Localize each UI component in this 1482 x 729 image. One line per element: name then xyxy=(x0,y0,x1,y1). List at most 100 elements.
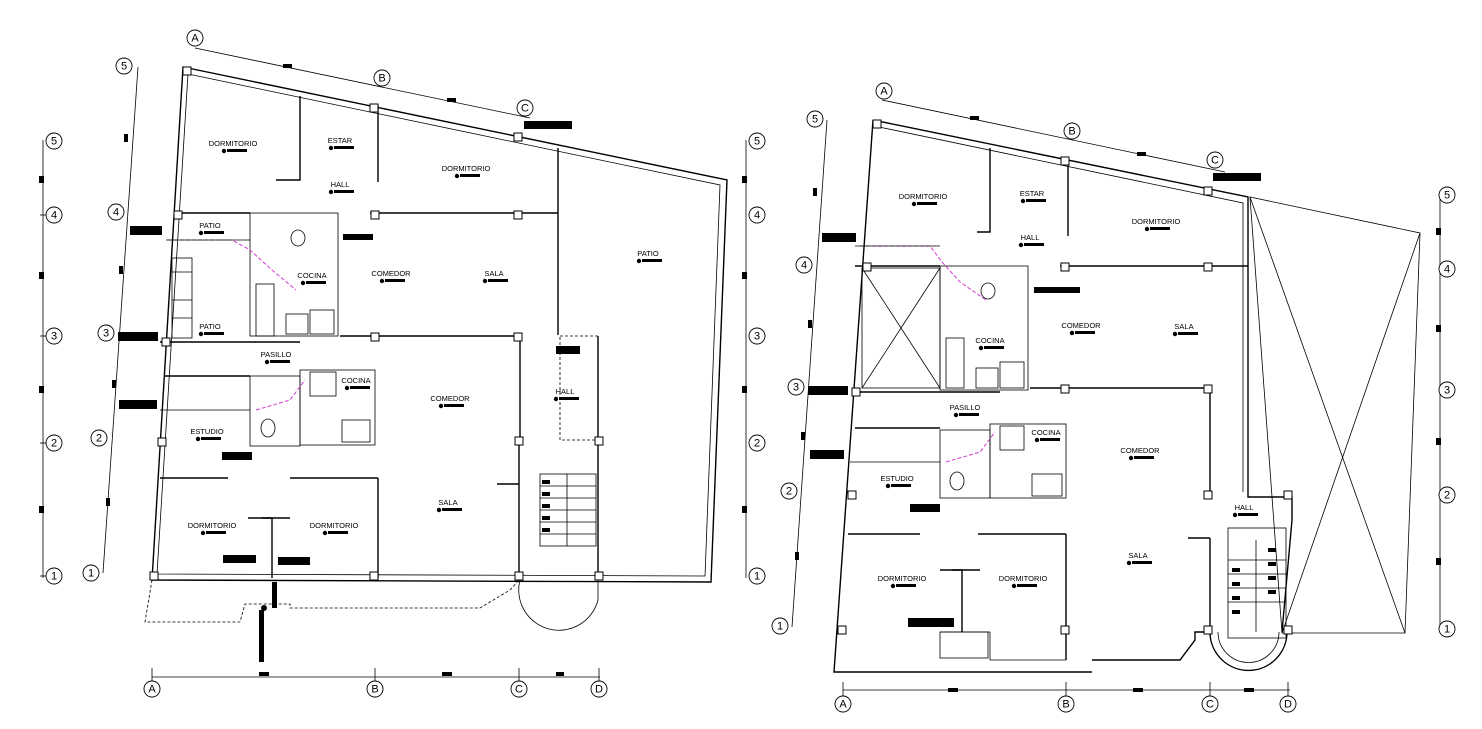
svg-text:C: C xyxy=(1211,155,1219,167)
axis-bubble-right-2: 2 xyxy=(748,434,766,452)
room-label-dormitorio: DORMITORIO xyxy=(899,192,947,207)
axis-bubble-top-C: C xyxy=(516,99,534,117)
svg-text:D: D xyxy=(1284,699,1292,711)
svg-text:C: C xyxy=(515,684,523,696)
svg-text:5: 5 xyxy=(1444,190,1450,202)
svg-text:PASILLO: PASILLO xyxy=(261,350,292,359)
svg-text:2: 2 xyxy=(96,433,102,445)
svg-text:ESTAR: ESTAR xyxy=(1020,189,1045,198)
room-label-estar: ESTAR xyxy=(1020,189,1046,204)
svg-text:1: 1 xyxy=(1444,624,1450,636)
axis-bubble-farleft-5: 5 xyxy=(45,132,63,150)
axis-bubble-farleft-2: 2 xyxy=(45,434,63,452)
room-label-comedor: COMEDOR xyxy=(1120,446,1160,461)
axis-bubble-bottom-A: A xyxy=(143,680,161,698)
svg-text:1: 1 xyxy=(51,571,57,583)
svg-text:DORMITORIO: DORMITORIO xyxy=(878,574,927,583)
axis-bubble-right-5: 5 xyxy=(748,132,766,150)
svg-text:HALL: HALL xyxy=(1235,503,1254,512)
room-label-comedor: COMEDOR xyxy=(430,394,470,409)
right-floor-plan xyxy=(791,99,1441,696)
axis-bubble-farleft-4: 4 xyxy=(45,206,63,224)
svg-text:SALA: SALA xyxy=(1128,551,1147,560)
svg-text:5: 5 xyxy=(812,114,818,126)
room-label-dormitorio: DORMITORIO xyxy=(310,521,358,536)
svg-text:3: 3 xyxy=(51,331,57,343)
left-floor-plan xyxy=(39,47,747,684)
svg-text:2: 2 xyxy=(786,486,792,498)
room-label-dormitorio: DORMITORIO xyxy=(442,164,491,179)
room-label-sala: SALA xyxy=(1126,551,1152,566)
axis-bubble-top-A: A xyxy=(875,82,893,100)
axis-bubble-right-3: 3 xyxy=(748,327,766,345)
svg-text:5: 5 xyxy=(121,61,127,73)
svg-text:DORMITORIO: DORMITORIO xyxy=(188,521,237,530)
svg-text:HALL: HALL xyxy=(556,387,575,396)
axis-bubble-left-4: 4 xyxy=(795,256,813,274)
axis-bubble-left-5: 5 xyxy=(806,110,824,128)
svg-text:1: 1 xyxy=(777,621,783,633)
axis-bubble-left-1: 1 xyxy=(771,617,789,635)
svg-text:COCINA: COCINA xyxy=(341,376,370,385)
svg-text:1: 1 xyxy=(88,568,94,580)
svg-text:C: C xyxy=(521,103,529,115)
svg-text:PATIO: PATIO xyxy=(199,221,221,230)
svg-text:COMEDOR: COMEDOR xyxy=(371,269,411,278)
room-label-patio: PATIO xyxy=(198,322,224,337)
svg-text:B: B xyxy=(1062,699,1069,711)
axis-bubble-left-2: 2 xyxy=(780,482,798,500)
svg-text:DORMITORIO: DORMITORIO xyxy=(1132,217,1181,226)
axis-bubble-bottom-B: B xyxy=(1057,695,1075,713)
room-label-cocina: COCINA xyxy=(1031,428,1061,443)
axis-bubble-bottom-B: B xyxy=(366,680,384,698)
svg-text:DORMITORIO: DORMITORIO xyxy=(999,574,1048,583)
room-label-sala: SALA xyxy=(1172,322,1198,337)
svg-text:COMEDOR: COMEDOR xyxy=(430,394,470,403)
svg-text:ESTUDIO: ESTUDIO xyxy=(880,474,914,483)
svg-text:B: B xyxy=(371,684,378,696)
room-label-dormitorio: DORMITORIO xyxy=(209,139,257,154)
room-label-estar: ESTAR xyxy=(328,136,354,151)
svg-text:B: B xyxy=(1068,126,1075,138)
svg-text:5: 5 xyxy=(754,136,760,148)
axis-bubble-right-3: 3 xyxy=(1438,381,1456,399)
axis-bubble-bottom-D: D xyxy=(590,680,608,698)
axis-bubble-left-3: 3 xyxy=(787,378,805,396)
room-label-dormitorio: DORMITORIO xyxy=(1132,217,1181,232)
axis-bubble-left-1: 1 xyxy=(82,564,100,582)
room-label-dormitorio: DORMITORIO xyxy=(878,574,927,589)
room-label-hall: HALL xyxy=(1232,503,1258,518)
room-label-cocina: COCINA xyxy=(341,376,371,391)
svg-text:SALA: SALA xyxy=(438,498,457,507)
room-label-dormitorio: DORMITORIO xyxy=(999,574,1048,589)
svg-text:A: A xyxy=(148,684,156,696)
svg-text:COMEDOR: COMEDOR xyxy=(1061,321,1101,330)
room-label-dormitorio: DORMITORIO xyxy=(188,521,237,536)
axis-bubble-right-5: 5 xyxy=(1438,186,1456,204)
axis-bubble-left-2: 2 xyxy=(90,429,108,447)
axis-bubble-right-1: 1 xyxy=(1438,620,1456,638)
room-label-sala: SALA xyxy=(482,269,508,284)
room-label-patio: PATIO xyxy=(198,221,224,236)
svg-text:D: D xyxy=(595,684,603,696)
svg-text:3: 3 xyxy=(103,328,109,340)
svg-text:HALL: HALL xyxy=(1021,233,1040,242)
axis-bubble-farleft-1: 1 xyxy=(45,567,63,585)
axis-bubble-right-1: 1 xyxy=(748,567,766,585)
svg-text:PATIO: PATIO xyxy=(199,322,221,331)
svg-text:HALL: HALL xyxy=(331,180,350,189)
svg-text:DORMITORIO: DORMITORIO xyxy=(442,164,491,173)
room-label-hall: HALL xyxy=(553,387,579,402)
left-room-labels: DORMITORIO ESTAR HALL DORMITORIO PATIO COCINA… xyxy=(188,136,662,536)
svg-text:COCINA: COCINA xyxy=(1031,428,1060,437)
axis-bubble-top-B: B xyxy=(1063,122,1081,140)
axis-bubble-top-C: C xyxy=(1206,151,1224,169)
room-label-pasillo: PASILLO xyxy=(261,350,292,365)
svg-text:4: 4 xyxy=(113,207,119,219)
svg-text:2: 2 xyxy=(1444,490,1450,502)
svg-text:ESTUDIO: ESTUDIO xyxy=(190,427,224,436)
room-label-estudio: ESTUDIO xyxy=(190,427,224,442)
